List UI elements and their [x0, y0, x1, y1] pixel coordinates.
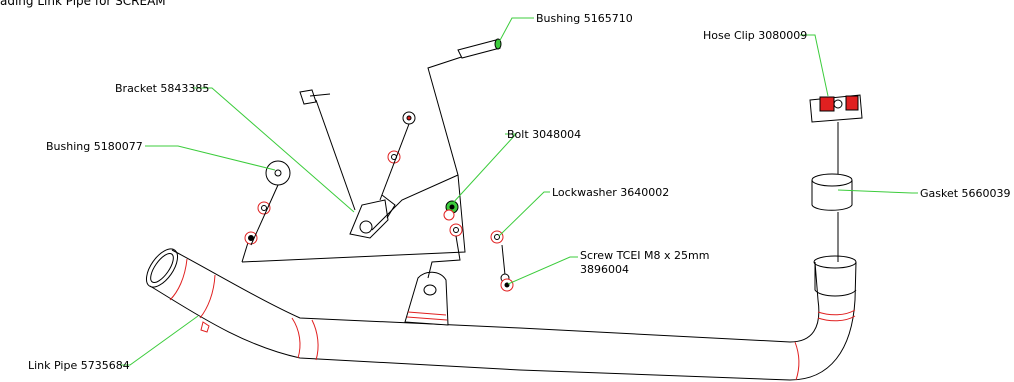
link-pipe-drawing [145, 248, 857, 381]
hardware-stack-screw [490, 230, 514, 292]
hardware-stack-left [244, 160, 291, 246]
label-hose-clip: Hose Clip 3080009 [703, 29, 808, 42]
label-bolt: Bolt 3048004 [507, 128, 582, 141]
hardware-stack-bracket [379, 111, 416, 201]
label-screw: Screw TCEI M8 x 25mm [580, 249, 710, 262]
label-bushing-5180077: Bushing 5180077 [46, 140, 143, 153]
label-lockwasher: Lockwasher 3640002 [552, 186, 670, 199]
hose-clip-part [809, 94, 863, 175]
label-screw-code: 3896004 [580, 263, 629, 276]
diagram-title: ading Link Pipe for SCREAM [0, 0, 166, 8]
bracket-assembly [241, 44, 499, 263]
hardware-stack-bolt [427, 200, 463, 279]
pipe-mount-bracket [404, 271, 449, 326]
label-bushing-5165710: Bushing 5165710 [536, 12, 633, 25]
label-bracket: Bracket 5843385 [115, 82, 210, 95]
label-gasket: Gasket 5660039 [920, 187, 1011, 200]
gasket-part [811, 173, 853, 262]
label-link-pipe: Link Pipe 5735684 [28, 359, 130, 372]
leader-lines [120, 17, 918, 366]
bushing-5165710-part [457, 38, 502, 59]
